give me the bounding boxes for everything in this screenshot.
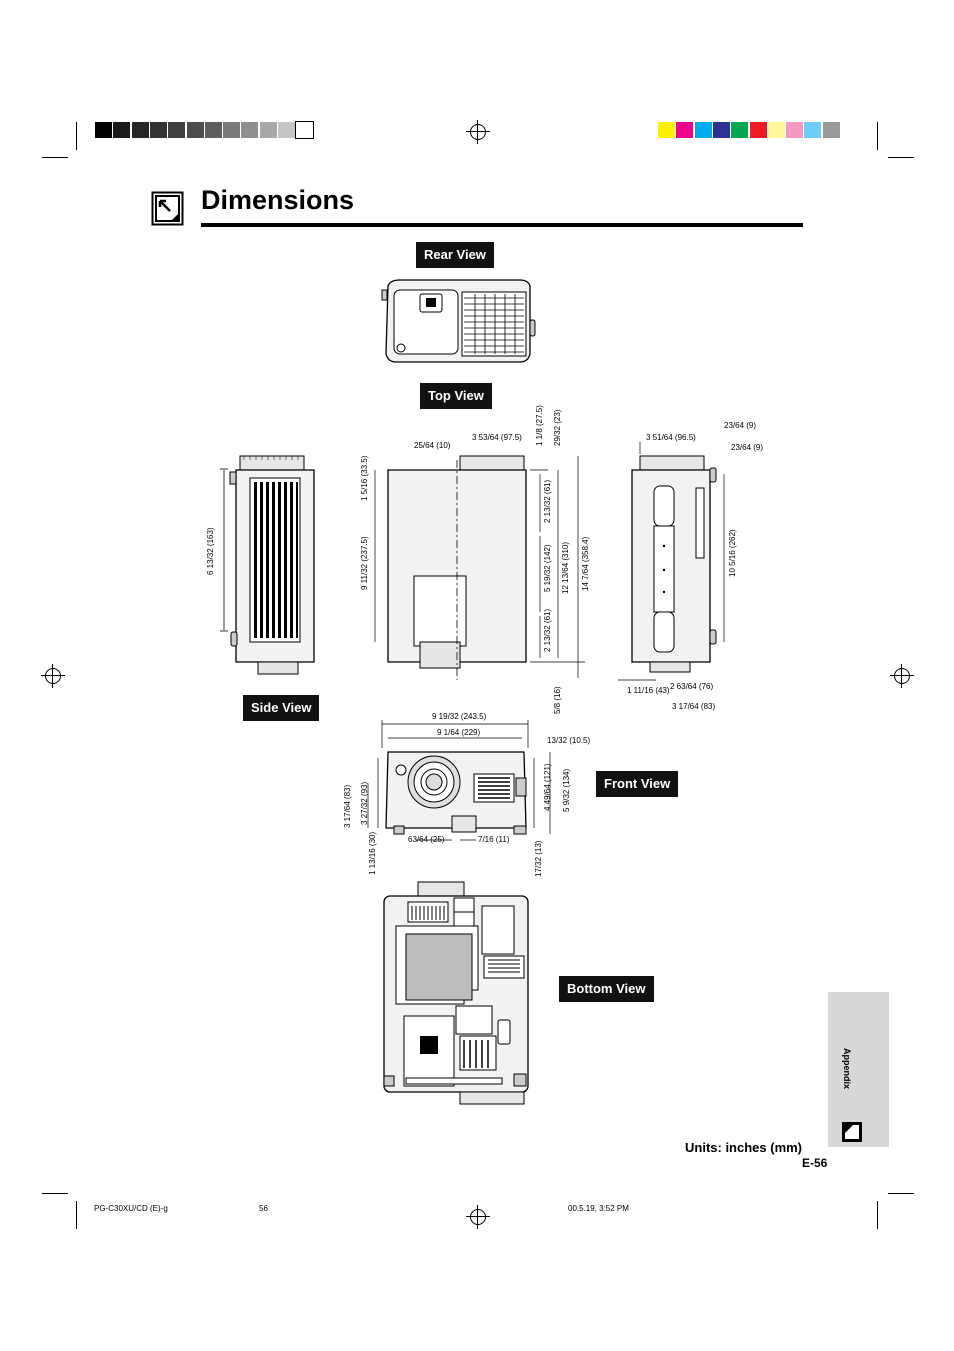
- registration-mark-bottom-icon: [466, 1205, 490, 1229]
- color-swatch: [786, 122, 804, 138]
- crop-mark: [42, 157, 68, 158]
- top-dim-2-13-32-lower: 2 13/32 (61): [543, 608, 552, 652]
- color-swatch: [168, 122, 186, 138]
- top-dim-14-7-64: 14 7/64 (358.4): [581, 536, 590, 591]
- front-dim-3-17-64: 3 17/64 (83): [343, 784, 352, 828]
- side-dim-23-64-bottom: 23/64 (9): [731, 443, 764, 452]
- crop-mark: [888, 1193, 914, 1194]
- section-tab: [828, 992, 889, 1147]
- front-dim-17-32: 17/32 (13): [534, 840, 543, 877]
- color-swatch: [804, 122, 822, 138]
- top-dim-5-8: 5/8 (16): [553, 686, 562, 714]
- top-dim-12-13-64: 12 13/64 (310): [561, 541, 570, 594]
- title-rule: [201, 223, 803, 227]
- top-dim-1-1-8: 1 1/8 (27.5): [535, 405, 544, 446]
- front-dim-4-49-64: 4 49/64 (121): [543, 763, 552, 811]
- top-dim-9-11-32: 9 11/32 (237.5): [360, 536, 369, 590]
- color-swatch: [241, 122, 259, 138]
- rear-view-drawing: [381, 279, 536, 363]
- crop-mark: [76, 1201, 77, 1229]
- crop-mark: [877, 1201, 878, 1229]
- front-dim-3-27-32: 3 27/32 (93): [360, 781, 369, 825]
- side-view-label: Side View: [243, 695, 320, 721]
- section-icon: [151, 191, 184, 226]
- section-tab-label: Appendix: [842, 1048, 852, 1090]
- bottom-view-drawing: [383, 881, 529, 1105]
- crop-mark: [877, 122, 878, 150]
- footer-timestamp: 00.5.19, 3:52 PM: [568, 1204, 629, 1213]
- footer-page: 56: [259, 1204, 268, 1213]
- units-label: Units: inches (mm): [685, 1140, 803, 1155]
- registration-mark-left-icon: [41, 664, 65, 688]
- side-dim-2-63-64: 2 63/64 (76): [670, 682, 714, 691]
- top-dim-3-53-64: 3 53/64 (97.5): [472, 433, 522, 442]
- side-view-drawing: [229, 455, 315, 675]
- registration-mark-right-icon: [890, 664, 914, 688]
- color-swatch: [186, 122, 204, 138]
- color-swatch: [204, 122, 222, 138]
- front-dim-7-16: 7/16 (11): [478, 835, 510, 844]
- front-view-drawing: [367, 720, 551, 841]
- front-dim-9-1-64: 9 1/64 (229): [437, 728, 481, 737]
- top-dim-5-19-32: 5 19/32 (142): [543, 544, 552, 592]
- color-swatch: [676, 122, 694, 138]
- front-dim-1-13-16: 1 13/16 (30): [368, 831, 377, 875]
- side-dim-23-64-top: 23/64 (9): [724, 421, 757, 430]
- right-side-view-drawing: [618, 442, 725, 681]
- front-dim-63-64: 63/64 (25): [408, 835, 445, 844]
- color-swatch: [658, 122, 675, 138]
- color-swatch: [278, 122, 295, 138]
- registration-mark-top-icon: [466, 120, 490, 144]
- top-dim-1-5-16: 1 5/16 (33.5): [360, 455, 369, 501]
- side-dim-3-51-64: 3 51/64 (96.5): [646, 433, 696, 442]
- top-view-drawing: [374, 455, 585, 680]
- color-swatch: [749, 122, 767, 138]
- side-dim-1-11-16: 1 11/16 (43): [627, 686, 670, 695]
- side-view-dimension-line: [220, 468, 228, 632]
- color-swatch: [712, 122, 730, 138]
- top-dim-2-13-32-upper: 2 13/32 (61): [543, 479, 552, 523]
- page-number: E-56: [802, 1156, 828, 1170]
- front-dim-5-9-32: 5 9/32 (134): [562, 768, 571, 812]
- front-view-label: Front View: [596, 771, 679, 797]
- side-dim-3-17-64: 3 17/64 (83): [672, 702, 716, 711]
- rear-view-label: Rear View: [416, 242, 494, 268]
- color-swatch: [113, 122, 131, 138]
- section-tab-icon: [842, 1122, 862, 1142]
- crop-mark: [42, 1193, 68, 1194]
- color-swatch: [731, 122, 749, 138]
- color-swatch: [131, 122, 149, 138]
- page-title: Dimensions: [201, 185, 355, 215]
- color-swatch: [223, 122, 241, 138]
- crop-mark: [888, 157, 914, 158]
- footer-file: PG-C30XU/CD (E)-g: [94, 1204, 168, 1213]
- side-dim-10-5-16: 10 5/16 (262): [728, 529, 737, 577]
- crop-mark: [76, 122, 77, 150]
- front-dim-9-19-32: 9 19/32 (243.5): [432, 712, 487, 721]
- color-swatch: [295, 121, 315, 139]
- color-swatch: [822, 122, 840, 138]
- color-swatch: [694, 122, 712, 138]
- side-height-dim: 6 13/32 (163): [206, 527, 215, 575]
- color-swatch: [767, 122, 785, 138]
- top-view-label: Top View: [420, 383, 492, 409]
- color-swatch: [95, 122, 112, 138]
- color-swatch: [149, 122, 167, 138]
- color-swatch: [259, 122, 277, 138]
- top-dim-29-32: 29/32 (23): [553, 409, 562, 446]
- bottom-view-label: Bottom View: [559, 976, 654, 1002]
- front-dim-13-32: 13/32 (10.5): [547, 736, 591, 745]
- top-dim-25-64: 25/64 (10): [414, 441, 451, 450]
